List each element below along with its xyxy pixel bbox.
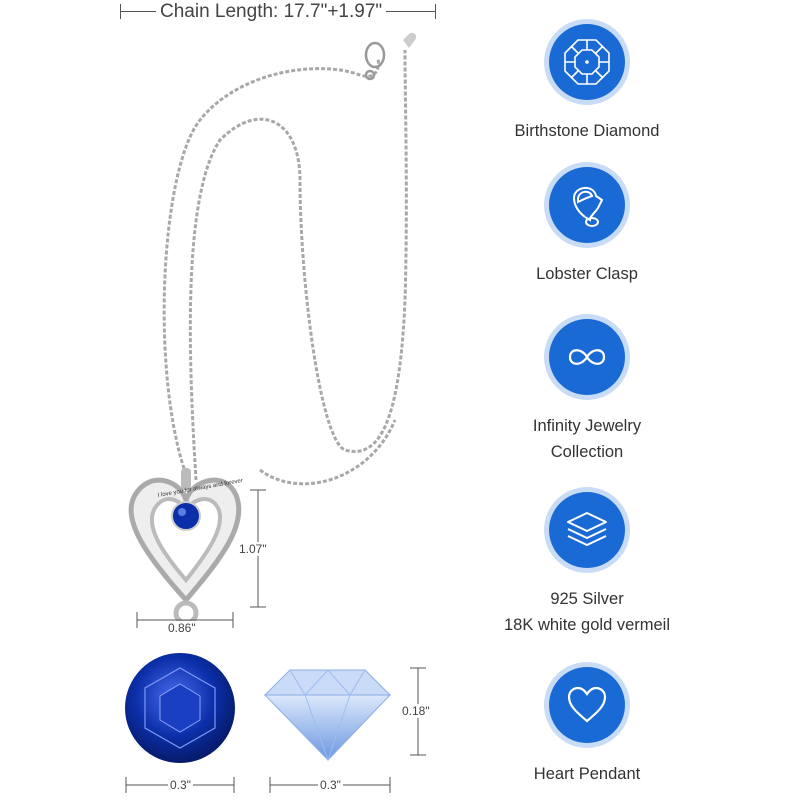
layers-icon	[549, 492, 625, 568]
feature-label: Infinity Jewelry	[532, 417, 642, 435]
feature-birthstone: Birthstone Diamond	[487, 24, 687, 144]
chain-back	[259, 419, 397, 486]
feature-silver: 925 Silver 18K white gold vermeil	[487, 492, 687, 638]
pendant-width-label: 0.86"	[166, 621, 198, 635]
necklace-illustration: I love you for always and forever	[125, 32, 426, 793]
feature-label: Collection	[550, 443, 624, 461]
stone-top-width-label: 0.3"	[168, 778, 193, 792]
stone-side-width-label: 0.3"	[318, 778, 343, 792]
infinity-icon	[549, 319, 625, 395]
feature-label: Lobster Clasp	[536, 265, 638, 283]
diamond-side-view	[263, 669, 392, 762]
feature-label: Heart Pendant	[533, 765, 641, 783]
octagon-gem-icon	[549, 24, 625, 100]
lobster-clasp-icon	[549, 167, 625, 243]
stone-depth-label: 0.18"	[400, 704, 432, 718]
chain-inner	[188, 49, 408, 481]
tag-heart	[403, 32, 417, 48]
chain-length-dimension: Chain Length: 17.7"+1.97"	[120, 0, 436, 24]
heart-icon	[549, 667, 625, 743]
feature-label: 18K white gold vermeil	[504, 616, 670, 634]
feature-label: 925 Silver	[550, 590, 624, 608]
round-gem-top-view	[125, 653, 235, 763]
heart-pendant: I love you for always and forever	[128, 468, 243, 626]
lobster-clasp	[364, 41, 386, 81]
pendant-height-label: 1.07"	[237, 542, 269, 556]
feature-label: Birthstone Diamond	[514, 122, 660, 140]
feature-heart: Heart Pendant	[487, 667, 687, 787]
feature-lobster-clasp: Lobster Clasp	[487, 167, 687, 287]
chain-length-label: Chain Length: 17.7"+1.97"	[156, 1, 387, 23]
